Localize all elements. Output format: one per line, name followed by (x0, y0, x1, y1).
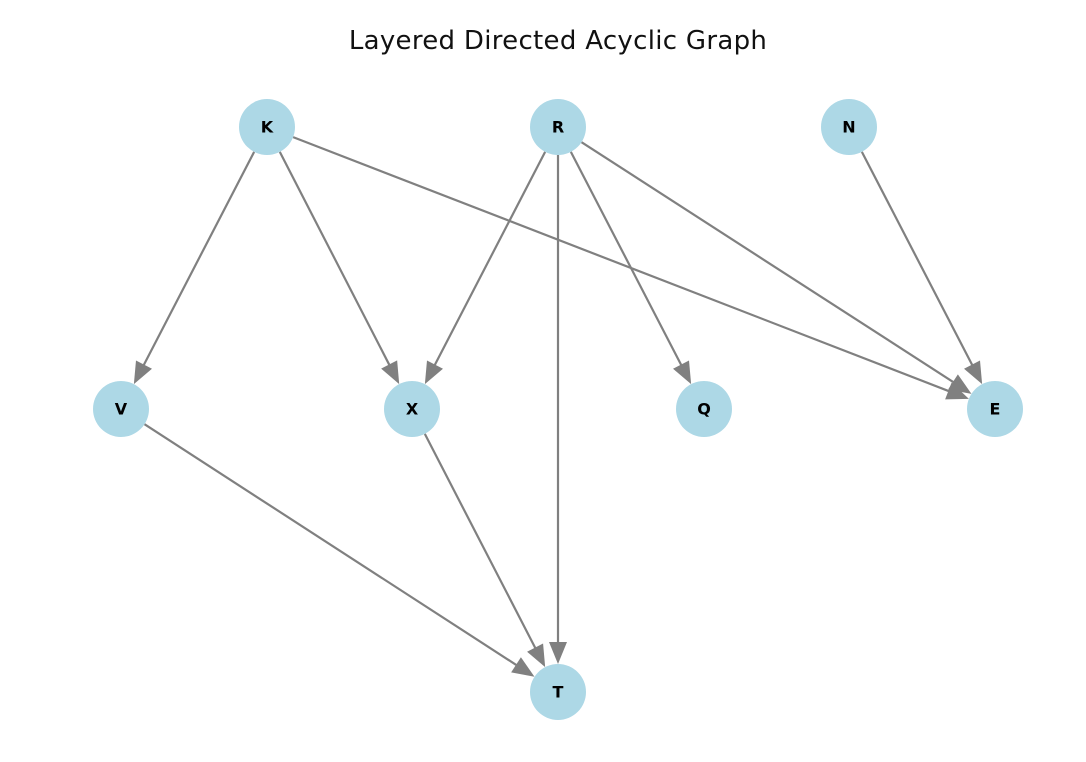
arrowhead-icon (673, 360, 692, 385)
edges-layer (133, 136, 983, 677)
edge-v-t (143, 423, 535, 677)
edge-r-e (580, 141, 972, 394)
edge-line (580, 141, 956, 384)
arrowhead-icon (511, 657, 535, 677)
edge-x-t (423, 433, 546, 668)
edge-n-e (860, 151, 983, 385)
node-k: K (239, 99, 295, 155)
node-t: T (530, 664, 586, 720)
node-label: V (115, 400, 128, 419)
arrowhead-icon (424, 360, 443, 385)
node-circle (93, 381, 149, 437)
node-v: V (93, 381, 149, 437)
edge-line (143, 423, 519, 667)
node-label: T (553, 683, 564, 702)
arrowhead-icon (133, 360, 152, 385)
arrowhead-icon (948, 374, 972, 394)
edge-line (433, 151, 547, 367)
edge-line (569, 151, 683, 367)
node-n: N (821, 99, 877, 155)
node-q: Q (676, 381, 732, 437)
edge-line (423, 433, 537, 650)
node-circle (530, 664, 586, 720)
node-circle (530, 99, 586, 155)
arrowhead-icon (964, 360, 983, 385)
node-label: Q (697, 400, 711, 419)
edge-line (860, 151, 974, 367)
arrowhead-icon (381, 360, 400, 385)
edge-line (278, 151, 392, 367)
edge-k-v (133, 151, 256, 385)
node-label: X (406, 400, 419, 419)
node-circle (967, 381, 1023, 437)
edge-line (142, 151, 256, 367)
arrowhead-icon (527, 643, 546, 668)
node-circle (384, 381, 440, 437)
edge-r-x (424, 151, 547, 385)
node-x: X (384, 381, 440, 437)
node-label: N (842, 118, 855, 137)
edge-r-q (569, 151, 692, 385)
node-e: E (967, 381, 1023, 437)
node-r: R (530, 99, 586, 155)
node-circle (676, 381, 732, 437)
arrowhead-icon (549, 642, 567, 664)
node-label: R (552, 118, 564, 137)
node-label: K (261, 118, 274, 137)
nodes-layer: K R N V X Q E T (93, 99, 1023, 720)
edge-r-t (549, 155, 567, 664)
node-circle (821, 99, 877, 155)
diagram-title: Layered Directed Acyclic Graph (348, 26, 768, 56)
edge-line (292, 136, 951, 393)
node-label: E (990, 400, 1001, 419)
edge-k-x (278, 151, 400, 385)
node-circle (239, 99, 295, 155)
